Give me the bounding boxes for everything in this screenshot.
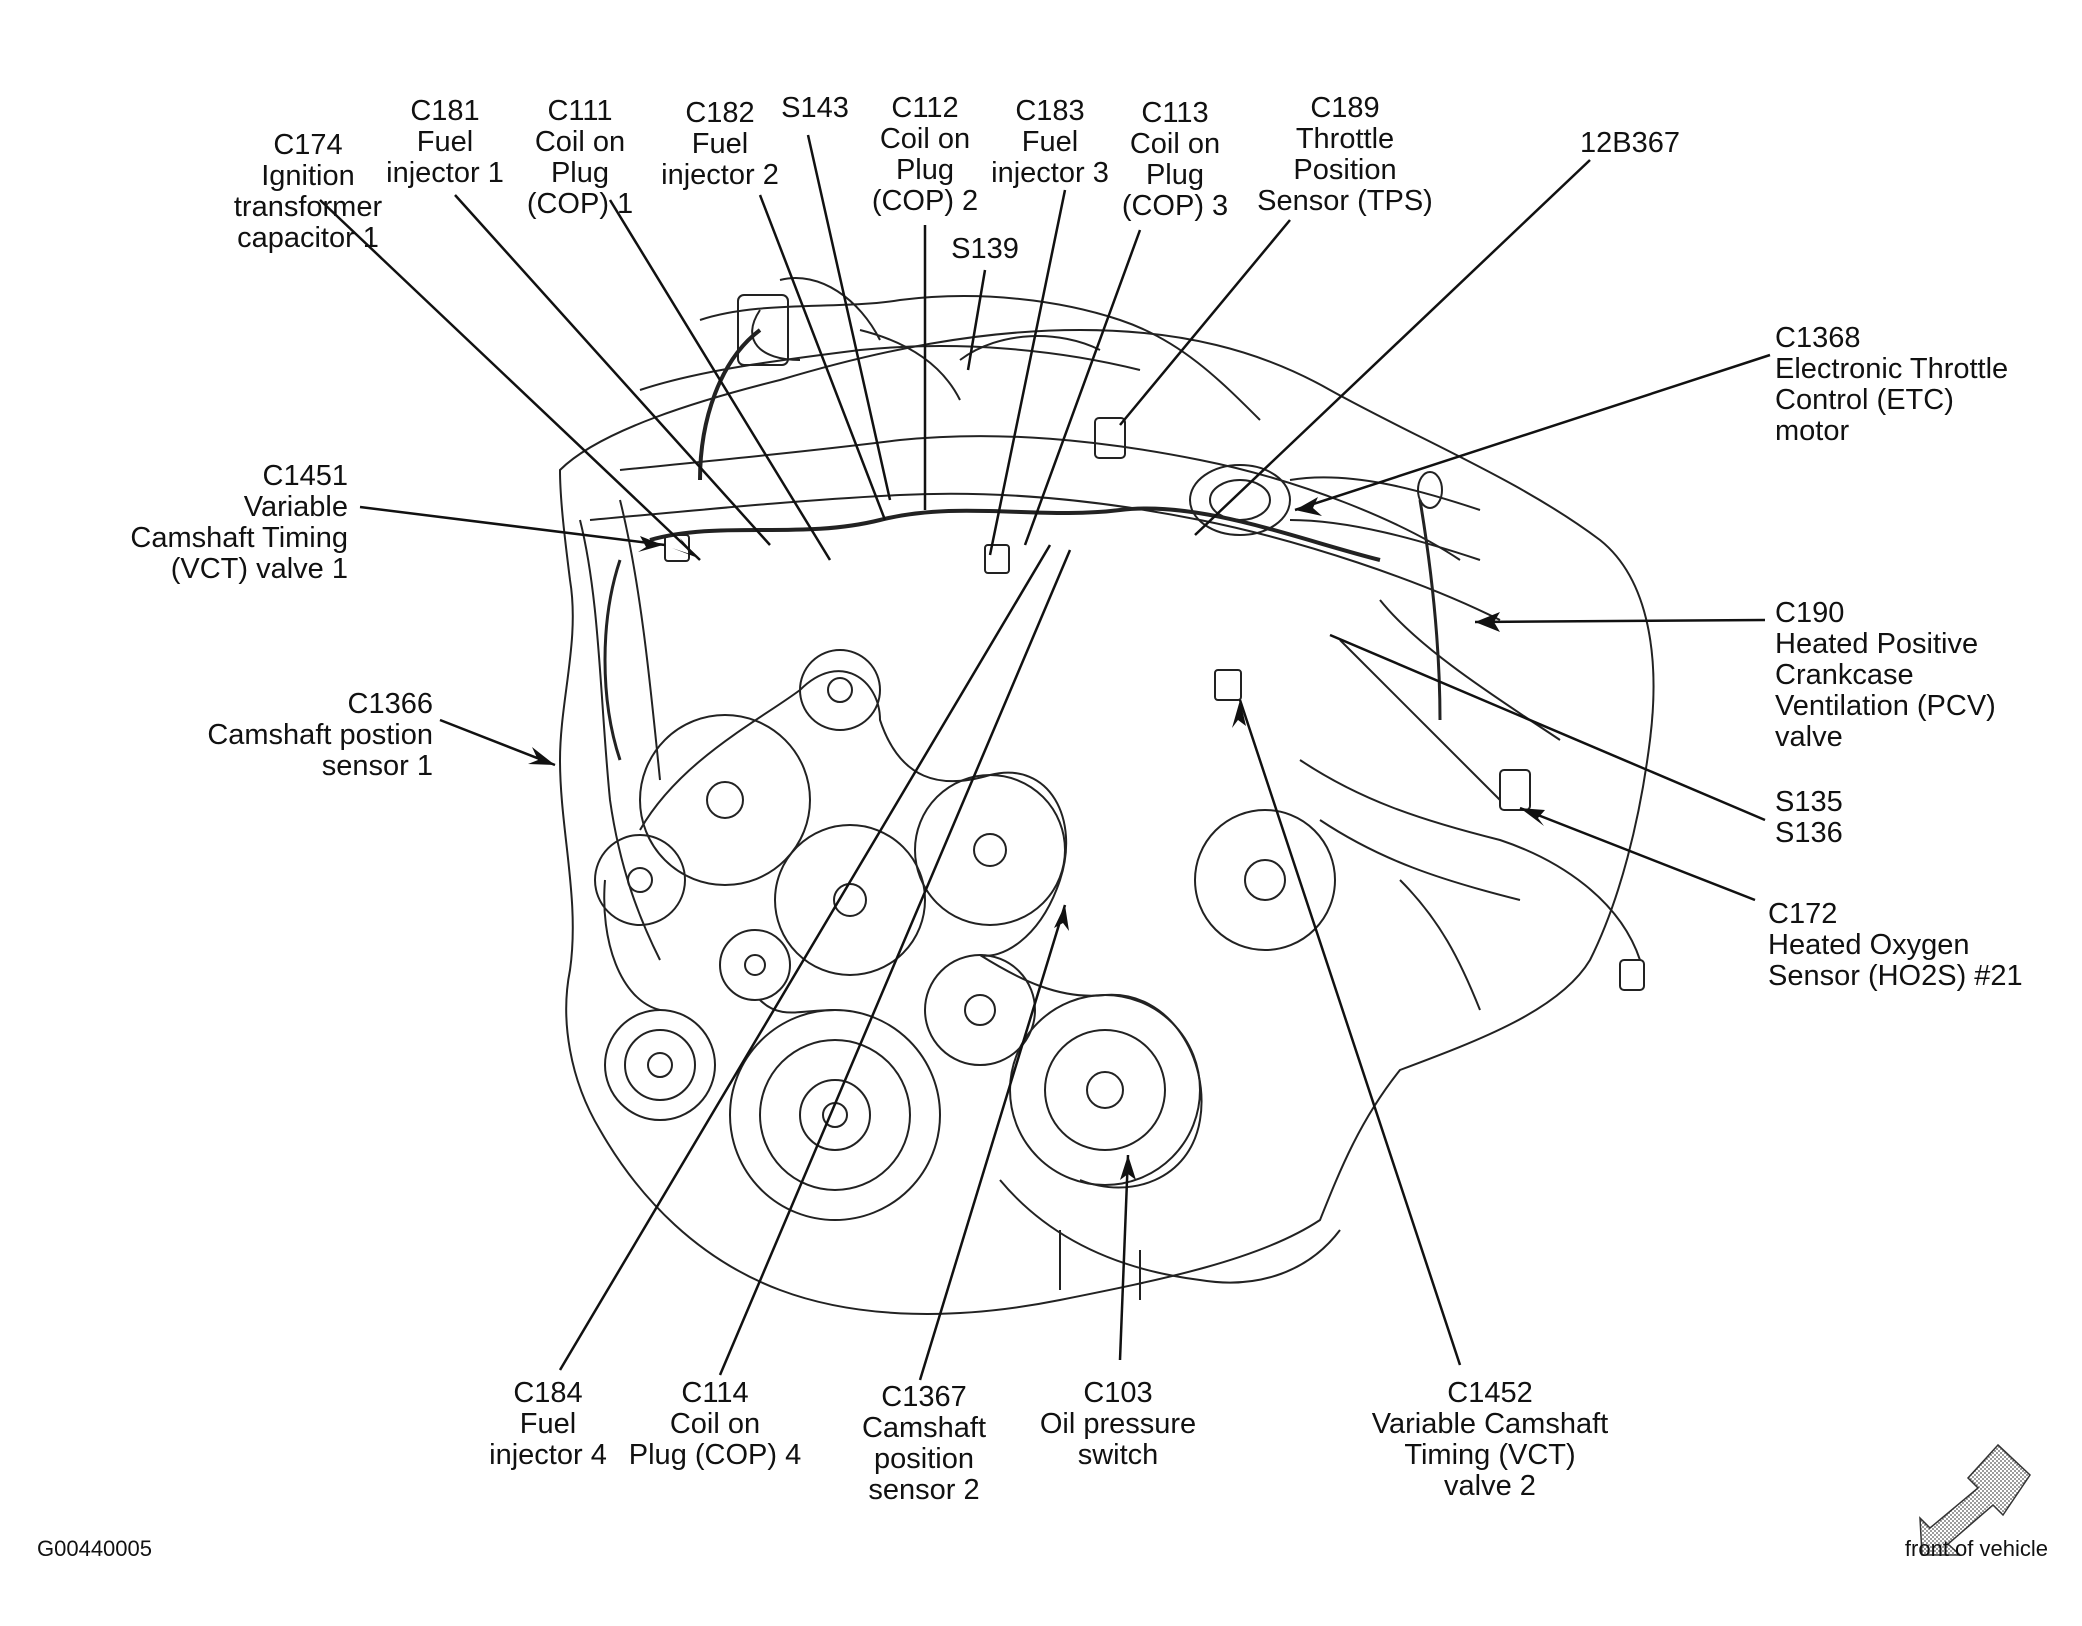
callout-s139: S139 — [951, 233, 1019, 265]
leader-c103 — [1118, 1154, 1130, 1361]
leader-c181 — [454, 194, 771, 546]
leader-s135 — [1329, 633, 1766, 822]
leader-c184 — [558, 544, 1052, 1371]
leader-c1451 — [359, 505, 666, 547]
leader-c174 — [319, 199, 701, 561]
leader-s143 — [806, 134, 892, 501]
engine-block-drawing — [558, 277, 1655, 1315]
callout-s143: S143 — [781, 92, 849, 124]
leader-c183 — [988, 189, 1067, 556]
callout-12b367: 12B367 — [1580, 127, 1680, 159]
leader-c182 — [758, 194, 887, 521]
leader-c1452 — [1238, 699, 1462, 1366]
leader-c111 — [608, 199, 832, 561]
pulley-drawing — [594, 649, 1336, 1221]
leader-c189 — [1119, 219, 1291, 426]
leader-c1368 — [1294, 353, 1771, 512]
leader-c1367 — [918, 904, 1067, 1381]
leader-12b367 — [1194, 159, 1591, 536]
leader-c113 — [1023, 229, 1142, 546]
leader-c190 — [1474, 618, 1766, 624]
leader-c114 — [718, 549, 1072, 1376]
leader-lines — [319, 134, 1771, 1381]
leader-s139 — [966, 269, 987, 371]
front-of-vehicle-label: front of vehicle — [1904, 1536, 2048, 1561]
figure-id: G00440005 — [37, 1536, 152, 1561]
front-arrow-icon — [1919, 1443, 2031, 1556]
leader-arrowheads — [528, 497, 1545, 1180]
leader-c172 — [1519, 806, 1756, 902]
leader-c1366 — [439, 718, 556, 767]
